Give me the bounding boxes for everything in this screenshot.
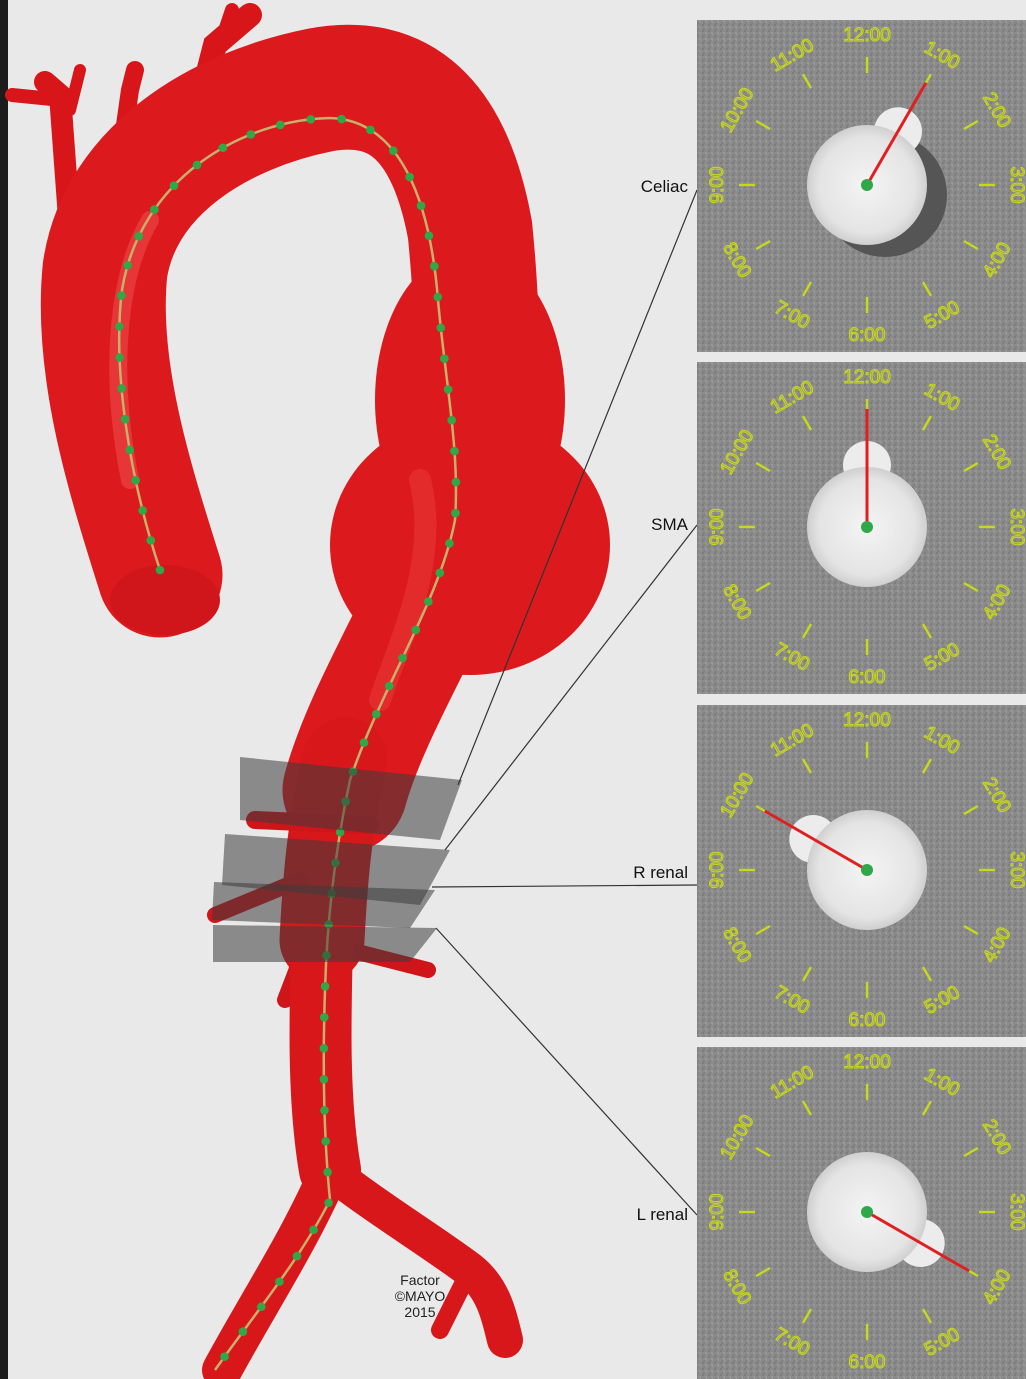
centerline-dot [117,384,126,393]
centerline-dot [451,509,460,518]
center-dot [861,179,873,191]
centerline-dot [115,322,124,331]
clock-label: 3:00 [1006,509,1026,546]
label-r-renal: R renal [633,863,688,882]
clock-label: 9:00 [707,509,728,546]
centerline-dot [276,121,285,130]
clock-label: 9:00 [707,852,728,889]
clock-label: 12:00 [843,367,891,388]
clock-label: 6:00 [849,325,886,346]
clock-label: 12:00 [843,710,891,731]
centerline-dot [436,569,445,578]
ct-panel-celiac: 12:001:002:003:004:005:006:007:008:009:0… [697,20,1026,352]
centerline-dot [452,478,461,487]
centerline-dot [170,181,179,190]
centerline-dot [239,1327,248,1336]
centerline-dot [293,1252,302,1261]
center-dot [861,521,873,533]
centerline-dot [246,130,255,139]
centerline-dot [219,144,228,153]
centerline-dot [275,1277,284,1286]
centerline-dot [138,506,147,515]
centerline-dot [405,173,414,182]
centerline-dot [321,982,330,991]
centerline-dot [146,536,155,545]
centerline-dot [450,447,459,456]
centerline-dot [447,416,456,425]
clock-label: 12:00 [843,25,891,46]
centerline-dot [433,293,442,302]
ct-clock-panels: 12:001:002:003:004:005:006:007:008:009:0… [697,20,1026,1379]
clock-label: 3:00 [1006,1194,1026,1231]
clock-label: 6:00 [849,1352,886,1373]
centerline-dot [411,626,420,635]
center-dot [861,1206,873,1218]
centerline-dot [156,566,165,575]
centerline-dot [309,1226,318,1235]
centerline-dot [337,115,346,124]
clock-label: 9:00 [707,167,728,204]
centerline-dot [398,654,407,663]
centerline-dot [320,1013,329,1022]
left-edge [0,0,8,1379]
centerline-dot [150,205,159,214]
level-labels: Celiac SMA R renal L renal [633,177,688,1224]
centerline-dot [115,353,124,362]
centerline-dot [440,354,449,363]
centerline-dot [306,115,315,124]
credit: Factor ©MAYO 2015 [395,1272,446,1320]
centerline-dot [320,1044,329,1053]
center-dot [861,864,873,876]
centerline-dot [417,201,426,210]
centerline-dot [436,324,445,333]
credit-line-1: Factor [400,1272,440,1288]
centerline-dot [385,682,394,691]
centerline-dot [321,1137,330,1146]
clock-label: 3:00 [1006,852,1026,889]
centerline-dot [366,126,375,135]
clock-label: 12:00 [843,1052,891,1073]
centerline-dot [389,146,398,155]
clock-label: 6:00 [849,1010,886,1031]
ct-panel-sma: 12:001:002:003:004:005:006:007:008:009:0… [697,362,1026,694]
centerline-dot [134,232,143,241]
slice-planes [212,757,462,962]
centerline-dot [257,1302,266,1311]
clock-label: 6:00 [849,667,886,688]
credit-line-2: ©MAYO [395,1288,446,1304]
centerline-dot [425,231,434,240]
label-l-renal: L renal [637,1205,688,1224]
centerline-dot [430,262,439,271]
centerline-dot [123,261,132,270]
aorta [12,10,610,1370]
centerline-dot [320,1075,329,1084]
centerline-dot [324,1198,333,1207]
centerline-dot [121,415,130,424]
centerline-dot [360,738,369,747]
centerline-dot [444,385,453,394]
credit-line-3: 2015 [404,1304,435,1320]
label-celiac: Celiac [641,177,689,196]
ct-panel-r-renal: 12:001:002:003:004:005:006:007:008:009:0… [697,705,1026,1037]
centerline-dot [320,1106,329,1115]
centerline-dot [372,710,381,719]
centerline-dot [131,476,140,485]
centerline-dot [445,539,454,548]
centerline-dot [220,1352,229,1361]
centerline-dot [117,291,126,300]
clock-label: 9:00 [707,1194,728,1231]
centerline-dot [424,597,433,606]
label-sma: SMA [651,515,689,534]
ct-panel-l-renal: 12:001:002:003:004:005:006:007:008:009:0… [697,1047,1026,1379]
centerline-dot [193,161,202,170]
clock-label: 3:00 [1006,167,1026,204]
centerline-dot [323,1168,332,1177]
centerline-dot [125,446,134,455]
